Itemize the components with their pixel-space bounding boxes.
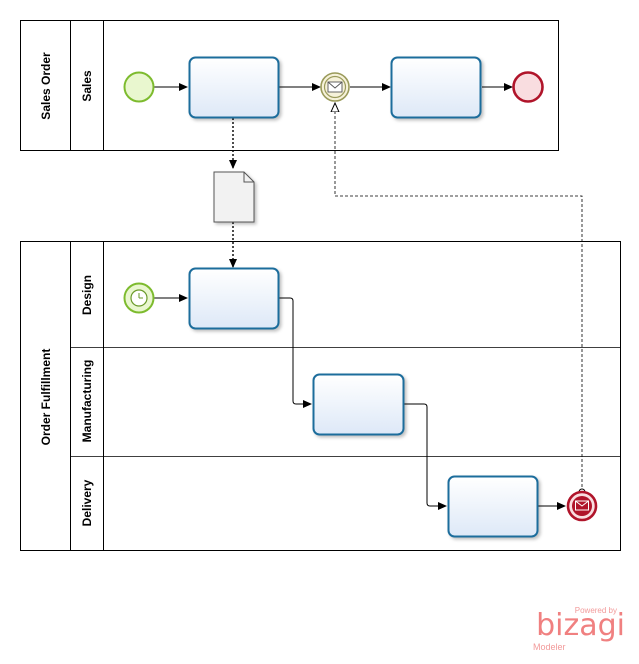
task-box[interactable]: [447, 475, 539, 538]
task-box[interactable]: [188, 267, 280, 330]
watermark-brand: bizagi: [536, 608, 625, 643]
lane-label-sales: Sales: [80, 70, 94, 102]
message-flow[interactable]: [335, 104, 582, 492]
lane-label-manufacturing: Manufacturing: [80, 360, 94, 443]
timer-start-event[interactable]: [123, 282, 155, 314]
data-object[interactable]: [213, 171, 255, 223]
lane-label-delivery: Delivery: [80, 479, 94, 526]
task-box[interactable]: [390, 56, 482, 119]
watermark-product: Modeler: [533, 642, 566, 652]
task-box[interactable]: [312, 373, 405, 436]
message-end-event[interactable]: [566, 490, 598, 522]
watermark-powered: Powered by: [574, 606, 617, 615]
envelope-icon: [575, 500, 589, 511]
envelope-icon: [327, 81, 343, 93]
clock-icon: [130, 289, 148, 307]
end-event[interactable]: [512, 71, 544, 103]
bizagi-watermark: Powered by bizagi Modeler: [519, 606, 629, 656]
pool-label-order-fulfillment: Order Fulfillment: [39, 349, 53, 446]
intermediate-message-event[interactable]: [320, 72, 350, 102]
pool-label-sales-order: Sales Order: [39, 52, 53, 120]
task-box[interactable]: [188, 56, 280, 119]
start-event[interactable]: [123, 71, 155, 103]
lane-label-design: Design: [80, 275, 94, 315]
sequence-flow[interactable]: [279, 297, 312, 408]
